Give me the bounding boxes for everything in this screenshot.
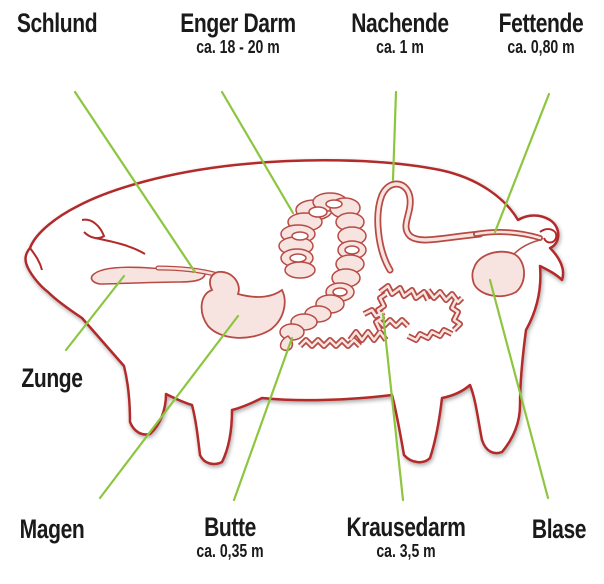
leader-fettende	[495, 94, 549, 232]
label-nachende: Nachende ca. 1 m	[330, 10, 470, 56]
label-fettende-name: Fettende	[493, 10, 588, 37]
label-butte-name: Butte	[182, 514, 279, 541]
label-enger-darm-name: Enger Darm	[176, 10, 301, 37]
pig-body-outline	[26, 160, 564, 464]
label-krausedarm-name: Krausedarm	[344, 514, 469, 541]
label-nachende-name: Nachende	[345, 10, 454, 37]
label-enger-darm-length: ca. 18 - 20 m	[176, 38, 301, 56]
label-krausedarm: Krausedarm ca. 3,5 m	[326, 514, 486, 560]
label-blase-name: Blase	[525, 516, 594, 543]
label-nachende-length: ca. 1 m	[345, 38, 454, 56]
label-krausedarm-length: ca. 3,5 m	[344, 542, 469, 560]
label-fettende-length: ca. 0,80 m	[493, 38, 588, 56]
bladder-organ	[473, 252, 525, 296]
label-magen: Magen	[2, 516, 102, 543]
label-fettende: Fettende ca. 0,80 m	[480, 10, 602, 56]
label-zunge-name: Zunge	[13, 365, 91, 392]
label-enger-darm: Enger Darm ca. 18 - 20 m	[158, 10, 318, 56]
label-schlund: Schlund	[2, 10, 112, 37]
label-zunge: Zunge	[2, 365, 102, 392]
label-butte: Butte ca. 0,35 m	[168, 514, 292, 560]
label-blase: Blase	[515, 516, 603, 543]
label-butte-length: ca. 0,35 m	[182, 542, 279, 560]
label-schlund-name: Schlund	[14, 10, 100, 37]
label-magen-name: Magen	[13, 516, 91, 543]
